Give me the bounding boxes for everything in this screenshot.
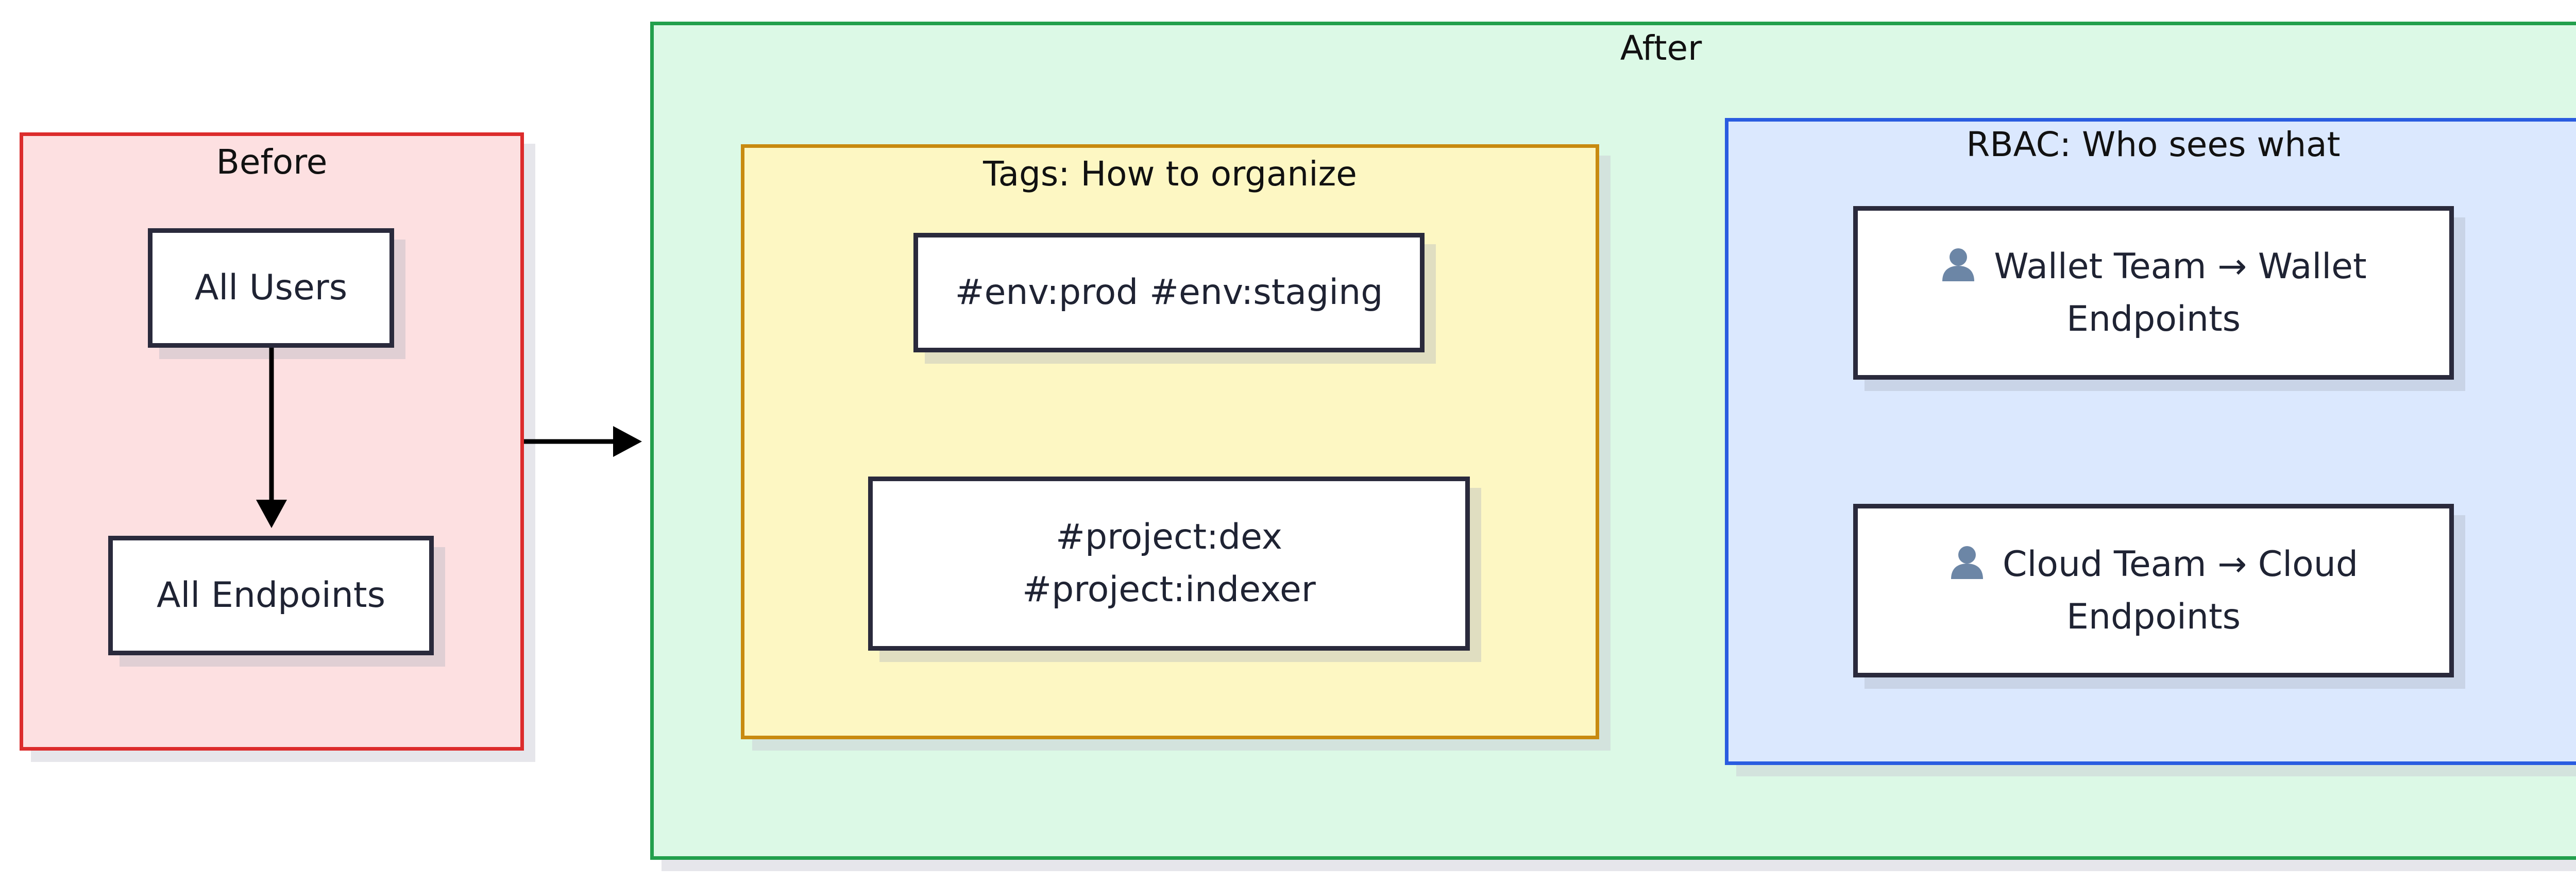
env-tags-label: #env:prod #env:staging (955, 272, 1383, 313)
all-endpoints-label: All Endpoints (157, 575, 385, 616)
arrow-users-to-endpoints (256, 348, 287, 528)
wallet-team-line-1: Wallet Team → Wallet (1994, 246, 2367, 287)
all-users-label: All Users (194, 267, 348, 308)
env-tags-node: #env:prod #env:staging (913, 233, 1425, 352)
cloud-team-line-1: Cloud Team → Cloud (2002, 544, 2359, 585)
cloud-team-node: Cloud Team → Cloud Endpoints (1853, 504, 2454, 677)
cloud-team-line-2: Endpoints (2066, 596, 2241, 637)
project-tags-line-2: #project:indexer (1022, 569, 1316, 610)
before-group-title: Before (216, 142, 328, 182)
rbac-group-title: RBAC: Who sees what (1966, 125, 2341, 164)
after-group-title: After (1620, 28, 1702, 68)
project-tags-line-1: #project:dex (1056, 517, 1282, 557)
arrow-before-to-after (524, 426, 642, 457)
person-icon (1942, 248, 1975, 281)
wallet-team-node: Wallet Team → Wallet Endpoints (1853, 206, 2454, 380)
all-endpoints-node: All Endpoints (108, 536, 434, 655)
person-icon (1951, 546, 1983, 579)
wallet-team-line-2: Endpoints (2066, 298, 2241, 339)
all-users-node: All Users (148, 228, 394, 348)
tags-group-title: Tags: How to organize (983, 154, 1357, 194)
project-tags-node: #project:dex #project:indexer (868, 477, 1470, 651)
